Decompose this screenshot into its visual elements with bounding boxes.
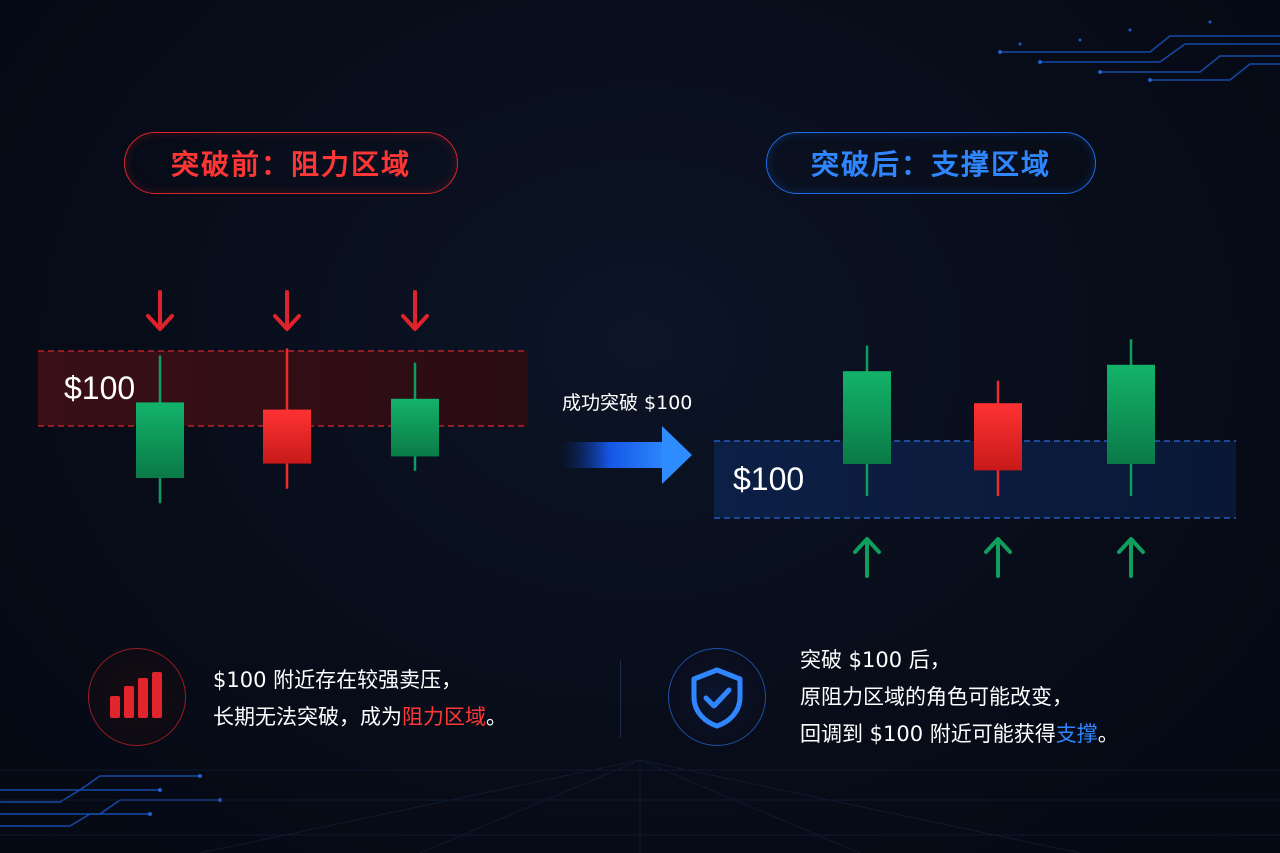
bar-chart-icon bbox=[88, 648, 186, 746]
candle-bullish bbox=[843, 371, 891, 464]
selling-pressure-arrows bbox=[146, 290, 429, 331]
resistance-text-suffix: 。 bbox=[486, 705, 507, 729]
down-arrow-icon bbox=[273, 290, 301, 331]
buying-support-arrows bbox=[853, 537, 1145, 578]
down-arrow-icon bbox=[146, 290, 174, 331]
right-arrow-icon bbox=[560, 426, 692, 484]
support-description: 突破 $100 后， 原阻力区域的角色可能改变， 回调到 $100 附近可能获得… bbox=[800, 642, 1119, 753]
before-breakout-title: 突破前：阻力区域 bbox=[124, 132, 458, 194]
candle-bearish bbox=[974, 403, 1022, 471]
candles-before-breakout bbox=[136, 348, 439, 504]
section-divider bbox=[620, 660, 621, 738]
resistance-highlight: 阻力区域 bbox=[402, 705, 486, 729]
candle-bullish bbox=[1107, 364, 1155, 464]
support-description-line1: 突破 $100 后， bbox=[800, 648, 951, 672]
circuit-decoration-bottom-left bbox=[0, 775, 220, 827]
candles-after-breakout bbox=[843, 339, 1155, 496]
support-text-suffix: 。 bbox=[1097, 722, 1119, 746]
resistance-zone-label: $100 bbox=[64, 370, 136, 406]
floor-grid bbox=[0, 759, 1280, 853]
resistance-description-line2: 长期无法突破，成为阻力区域。 bbox=[213, 699, 507, 736]
candle-bearish bbox=[263, 409, 311, 464]
candle-bullish bbox=[136, 402, 184, 478]
up-arrow-icon bbox=[1117, 537, 1145, 578]
circuit-dots-top-right bbox=[998, 20, 1212, 82]
resistance-description: $100 附近存在较强卖压， 长期无法突破，成为阻力区域。 bbox=[213, 662, 507, 736]
support-highlight: 支撑 bbox=[1055, 722, 1098, 746]
resistance-description-line1: $100 附近存在较强卖压， bbox=[213, 668, 463, 692]
shield-check-icon bbox=[668, 648, 766, 746]
breakout-label: 成功突破 $100 bbox=[562, 392, 693, 414]
up-arrow-icon bbox=[984, 537, 1012, 578]
support-zone-label: $100 bbox=[733, 461, 805, 497]
support-description-line2: 原阻力区域的角色可能改变， bbox=[800, 685, 1073, 709]
down-arrow-icon bbox=[401, 290, 429, 331]
up-arrow-icon bbox=[853, 537, 881, 578]
support-description-line3: 回调到 $100 附近可能获得支撑。 bbox=[800, 716, 1119, 753]
circuit-dots-bottom-left bbox=[148, 774, 222, 816]
after-breakout-title: 突破后：支撑区域 bbox=[766, 132, 1096, 194]
support-text-prefix: 回调到 $100 附近可能获得 bbox=[800, 722, 1056, 746]
resistance-text-prefix: 长期无法突破，成为 bbox=[213, 705, 402, 729]
candle-bullish bbox=[391, 398, 439, 457]
circuit-decoration-top-right bbox=[1000, 35, 1280, 81]
